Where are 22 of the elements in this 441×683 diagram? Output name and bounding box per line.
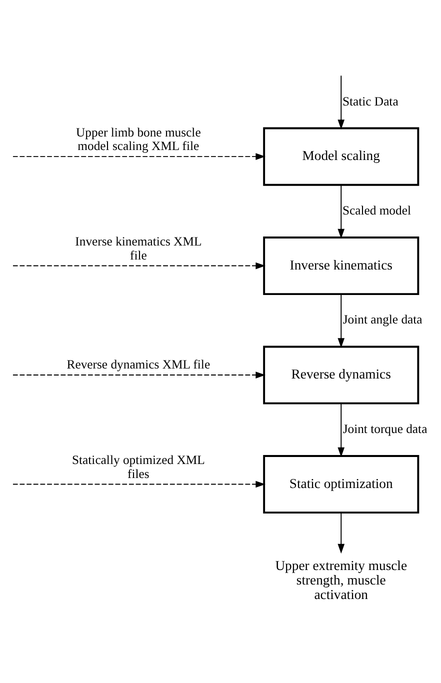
edge-label: Inverse kinematics XML file <box>75 234 202 262</box>
edge-label: Reverse dynamics XML file <box>66 357 210 372</box>
edge-label: Joint torque data <box>342 421 428 436</box>
arrow <box>12 152 266 160</box>
edge-label: Static Data <box>342 94 398 108</box>
node-box: Reverse dynamics <box>263 345 420 404</box>
arrow <box>12 262 266 269</box>
node-box: Inverse kinematics <box>263 236 420 295</box>
arrow <box>12 371 266 378</box>
edge-label: Upper limb bone muscle model scaling XML file <box>76 124 201 153</box>
arrow <box>338 293 345 348</box>
node-text: Upper extremity muscle strength, muscle activation <box>275 557 408 602</box>
arrow <box>338 184 345 238</box>
arrow <box>338 512 345 554</box>
node-box: Model scaling <box>263 126 420 186</box>
arrow <box>338 402 345 457</box>
edge-label: Scaled model <box>342 202 411 217</box>
node-box: Static optimization <box>263 454 420 514</box>
edge-label: Statically optimized XML files <box>72 452 205 480</box>
arrow <box>338 74 345 129</box>
arrow <box>12 480 266 488</box>
edge-label: Joint angle data <box>342 312 422 326</box>
